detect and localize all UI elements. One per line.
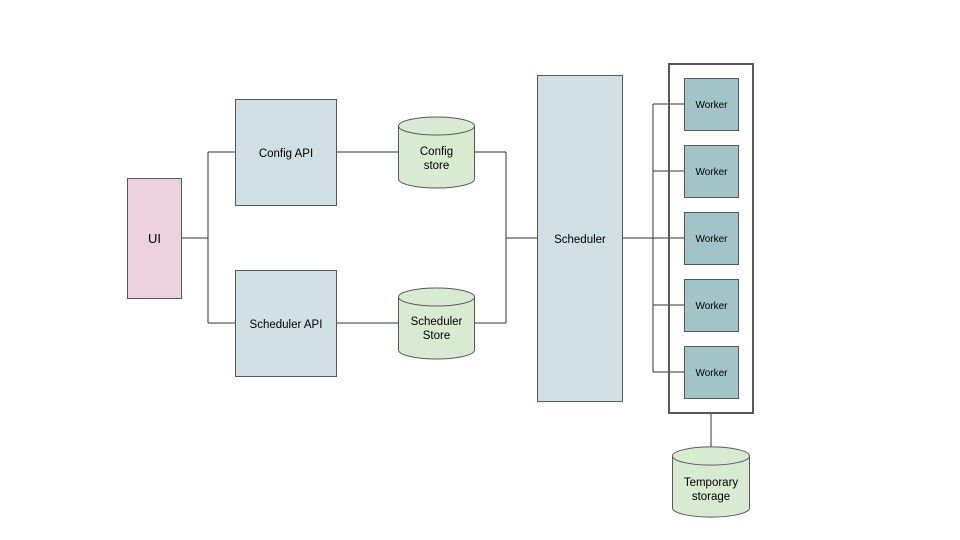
config-api-label: Config API <box>259 148 313 160</box>
worker-group <box>668 63 754 414</box>
worker-label: Worker <box>695 167 728 178</box>
worker-label: Worker <box>695 100 728 111</box>
config-store-node: Config store <box>398 116 475 189</box>
scheduler-label: Scheduler <box>554 234 606 246</box>
scheduler-store-node: Scheduler Store <box>398 287 475 360</box>
config-store-label-line-2: store <box>424 160 450 172</box>
temporary-storage-label-line-1: Temporary <box>684 477 739 489</box>
ui-node: UI <box>127 178 182 299</box>
worker-node: Worker <box>684 279 739 332</box>
worker-node: Worker <box>684 346 739 399</box>
worker-node: Worker <box>684 212 739 265</box>
worker-node: Worker <box>684 145 739 198</box>
temporary-storage-label-line-2: storage <box>692 491 730 503</box>
worker-label: Worker <box>695 368 728 379</box>
worker-node: Worker <box>684 78 739 131</box>
worker-label: Worker <box>695 234 728 245</box>
temporary-storage-node: Temporary storage <box>672 446 750 518</box>
config-api-node: Config API <box>235 99 337 206</box>
ui-label: UI <box>148 231 161 246</box>
scheduler-api-node: Scheduler API <box>235 270 337 377</box>
scheduler-node: Scheduler <box>537 75 623 402</box>
config-store-label-line-1: Config <box>420 146 453 158</box>
scheduler-api-label: Scheduler API <box>250 319 323 331</box>
worker-label: Worker <box>695 301 728 312</box>
scheduler-store-label-line-2: Store <box>423 330 451 342</box>
scheduler-store-label-line-1: Scheduler <box>411 316 463 328</box>
